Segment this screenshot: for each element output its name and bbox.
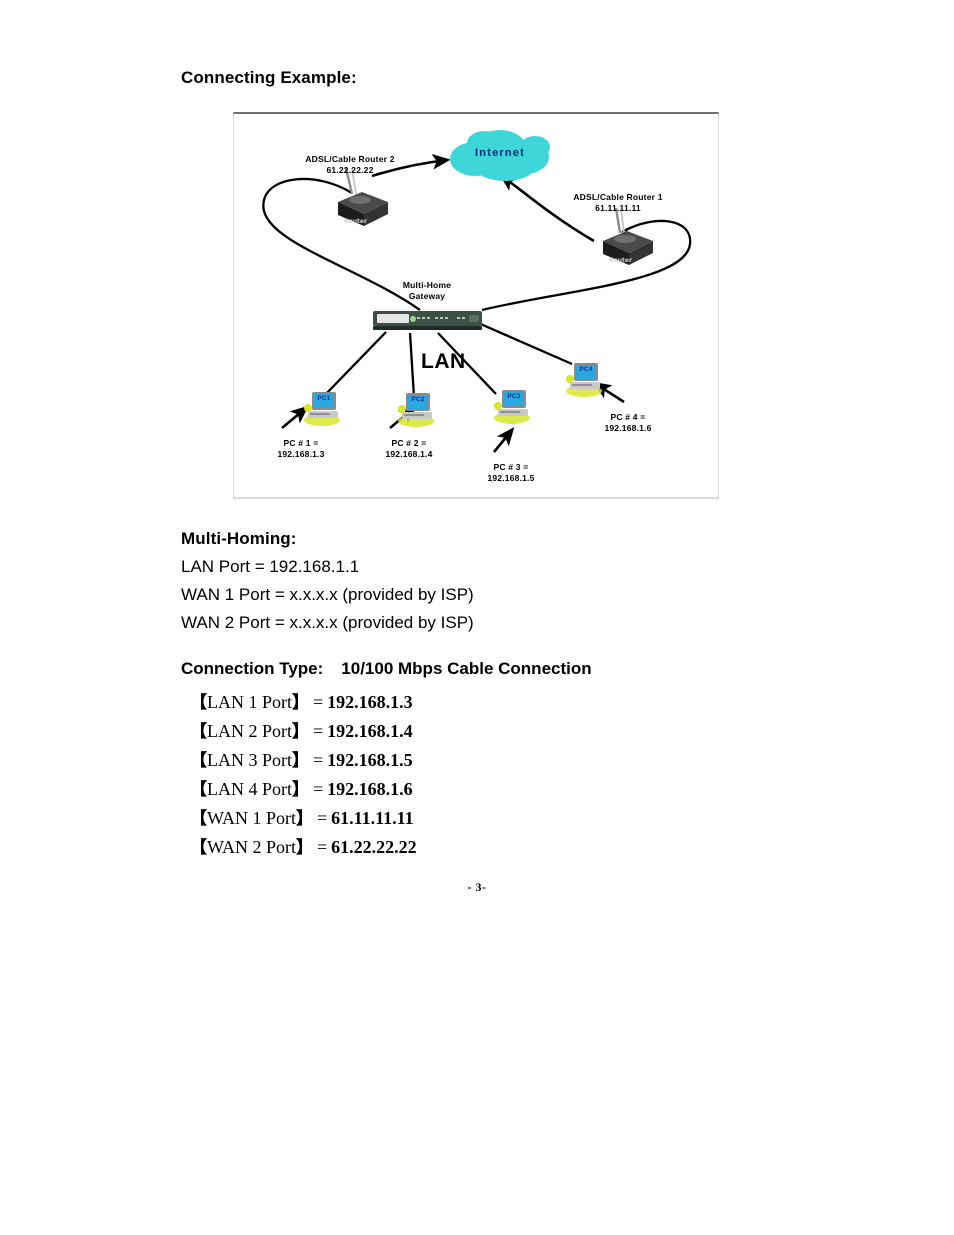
port-name: LAN 4 Port <box>207 779 292 799</box>
pc-3-caption: PC # 3 = 192.168.1.5 <box>456 462 566 484</box>
port-assignment-list: 【LAN 1 Port】=192.168.1.3 【LAN 2 Port】=19… <box>190 688 610 862</box>
pc-3-screen-label: PC3 <box>507 393 521 400</box>
port-row: 【LAN 1 Port】=192.168.1.3 <box>190 688 610 717</box>
port-value: 192.168.1.3 <box>327 692 413 712</box>
equals-sign: = <box>313 721 324 741</box>
lan-label: LAN <box>421 350 466 373</box>
bracket-close-icon: 】 <box>292 780 309 800</box>
equals-sign: = <box>317 808 328 828</box>
bracket-close-icon: 】 <box>292 722 309 742</box>
pc-2-caption: PC # 2 = 192.168.1.4 <box>354 438 464 460</box>
bracket-open-icon: 【 <box>190 838 207 858</box>
pc-1-caption-line-2: 192.168.1.3 <box>277 449 325 459</box>
port-value: 192.168.1.4 <box>327 721 413 741</box>
bracket-close-icon: 】 <box>296 809 313 829</box>
pc-1-icon: PC1 <box>302 390 344 428</box>
port-value: 61.22.22.22 <box>331 837 417 857</box>
svg-text:Router: Router <box>609 257 632 264</box>
port-name: LAN 1 Port <box>207 692 292 712</box>
port-value: 61.11.11.11 <box>331 808 414 828</box>
connection-type-row: Connection Type: 10/100 Mbps Cable Connec… <box>181 659 592 679</box>
router-2-name: ADSL/Cable Router 2 <box>305 154 395 164</box>
multi-homing-heading: Multi-Homing: <box>181 529 297 548</box>
pc-1-caption: PC # 1 = 192.168.1.3 <box>246 438 356 460</box>
pc-3-caption-line-1: PC # 3 = <box>493 462 529 472</box>
pc-3-icon: PC3 <box>492 388 534 426</box>
pc-4-caption: PC # 4 = 192.168.1.6 <box>573 412 683 434</box>
connection-type-label: Connection Type: <box>181 659 324 678</box>
port-name: LAN 2 Port <box>207 721 292 741</box>
network-diagram: Internet Router ADSL/Cable Router 2 61.2… <box>233 112 719 499</box>
gateway-caption: Multi-Home Gateway <box>371 280 483 302</box>
internet-label: Internet <box>475 147 525 159</box>
bracket-close-icon: 】 <box>292 751 309 771</box>
bracket-close-icon: 】 <box>296 838 313 858</box>
router-2-ip: 61.22.22.22 <box>326 165 374 175</box>
multi-home-gateway-icon <box>373 309 482 333</box>
bracket-open-icon: 【 <box>190 751 207 771</box>
wan-2-port-line: WAN 2 Port = x.x.x.x (provided by ISP) <box>181 613 474 632</box>
pc-4-caption-line-1: PC # 4 = <box>610 412 646 422</box>
port-row: 【LAN 2 Port】=192.168.1.4 <box>190 717 610 746</box>
equals-sign: = <box>313 779 324 799</box>
pc-2-caption-line-1: PC # 2 = <box>391 438 427 448</box>
port-row: 【LAN 4 Port】=192.168.1.6 <box>190 775 610 804</box>
pc-2-caption-line-2: 192.168.1.4 <box>385 449 433 459</box>
port-row: 【WAN 1 Port】=61.11.11.11 <box>190 804 610 833</box>
gateway-caption-line-1: Multi-Home <box>402 280 452 290</box>
pc-2-screen-label: PC2 <box>411 396 425 403</box>
pc-1-caption-line-1: PC # 1 = <box>283 438 319 448</box>
bracket-close-icon: 】 <box>292 693 309 713</box>
pc-4-caption-line-2: 192.168.1.6 <box>604 423 652 433</box>
bracket-open-icon: 【 <box>190 780 207 800</box>
pc-4-screen-label: PC4 <box>579 366 593 373</box>
port-name: LAN 3 Port <box>207 750 292 770</box>
pc-2-icon: PC2 <box>396 391 438 429</box>
router-1-ip: 61.11.11.11 <box>595 203 641 213</box>
port-row: 【WAN 2 Port】=61.22.22.22 <box>190 833 610 862</box>
equals-sign: = <box>313 692 324 712</box>
internet-cloud-icon: Internet <box>445 127 555 185</box>
router-1-name: ADSL/Cable Router 1 <box>573 192 663 202</box>
page-number: - 3- <box>467 880 487 894</box>
port-name: WAN 1 Port <box>207 808 296 828</box>
bracket-open-icon: 【 <box>190 693 207 713</box>
router-1-caption: ADSL/Cable Router 1 61.11.11.11 <box>552 192 684 214</box>
adsl-cable-router-2-icon: Router <box>332 188 390 230</box>
page-title: Connecting Example: <box>181 68 357 87</box>
wan-1-port-line: WAN 1 Port = x.x.x.x (provided by ISP) <box>181 585 474 604</box>
svg-text:Router: Router <box>344 218 367 225</box>
port-value: 192.168.1.6 <box>327 779 413 799</box>
pc-3-caption-line-2: 192.168.1.5 <box>487 473 535 483</box>
bracket-open-icon: 【 <box>190 722 207 742</box>
port-value: 192.168.1.5 <box>327 750 413 770</box>
router-2-caption: ADSL/Cable Router 2 61.22.22.22 <box>284 154 416 176</box>
port-row: 【LAN 3 Port】=192.168.1.5 <box>190 746 610 775</box>
pc-1-screen-label: PC1 <box>317 395 331 402</box>
gateway-caption-line-2: Gateway <box>408 291 446 301</box>
adsl-cable-router-1-icon: Router <box>597 227 655 269</box>
pc-4-icon: PC4 <box>564 361 606 399</box>
port-name: WAN 2 Port <box>207 837 296 857</box>
equals-sign: = <box>313 750 324 770</box>
lan-port-line: LAN Port = 192.168.1.1 <box>181 557 360 576</box>
diagram-connection-lines <box>262 153 692 453</box>
equals-sign: = <box>317 837 328 857</box>
bracket-open-icon: 【 <box>190 809 207 829</box>
connection-type-value: 10/100 Mbps Cable Connection <box>341 659 592 678</box>
